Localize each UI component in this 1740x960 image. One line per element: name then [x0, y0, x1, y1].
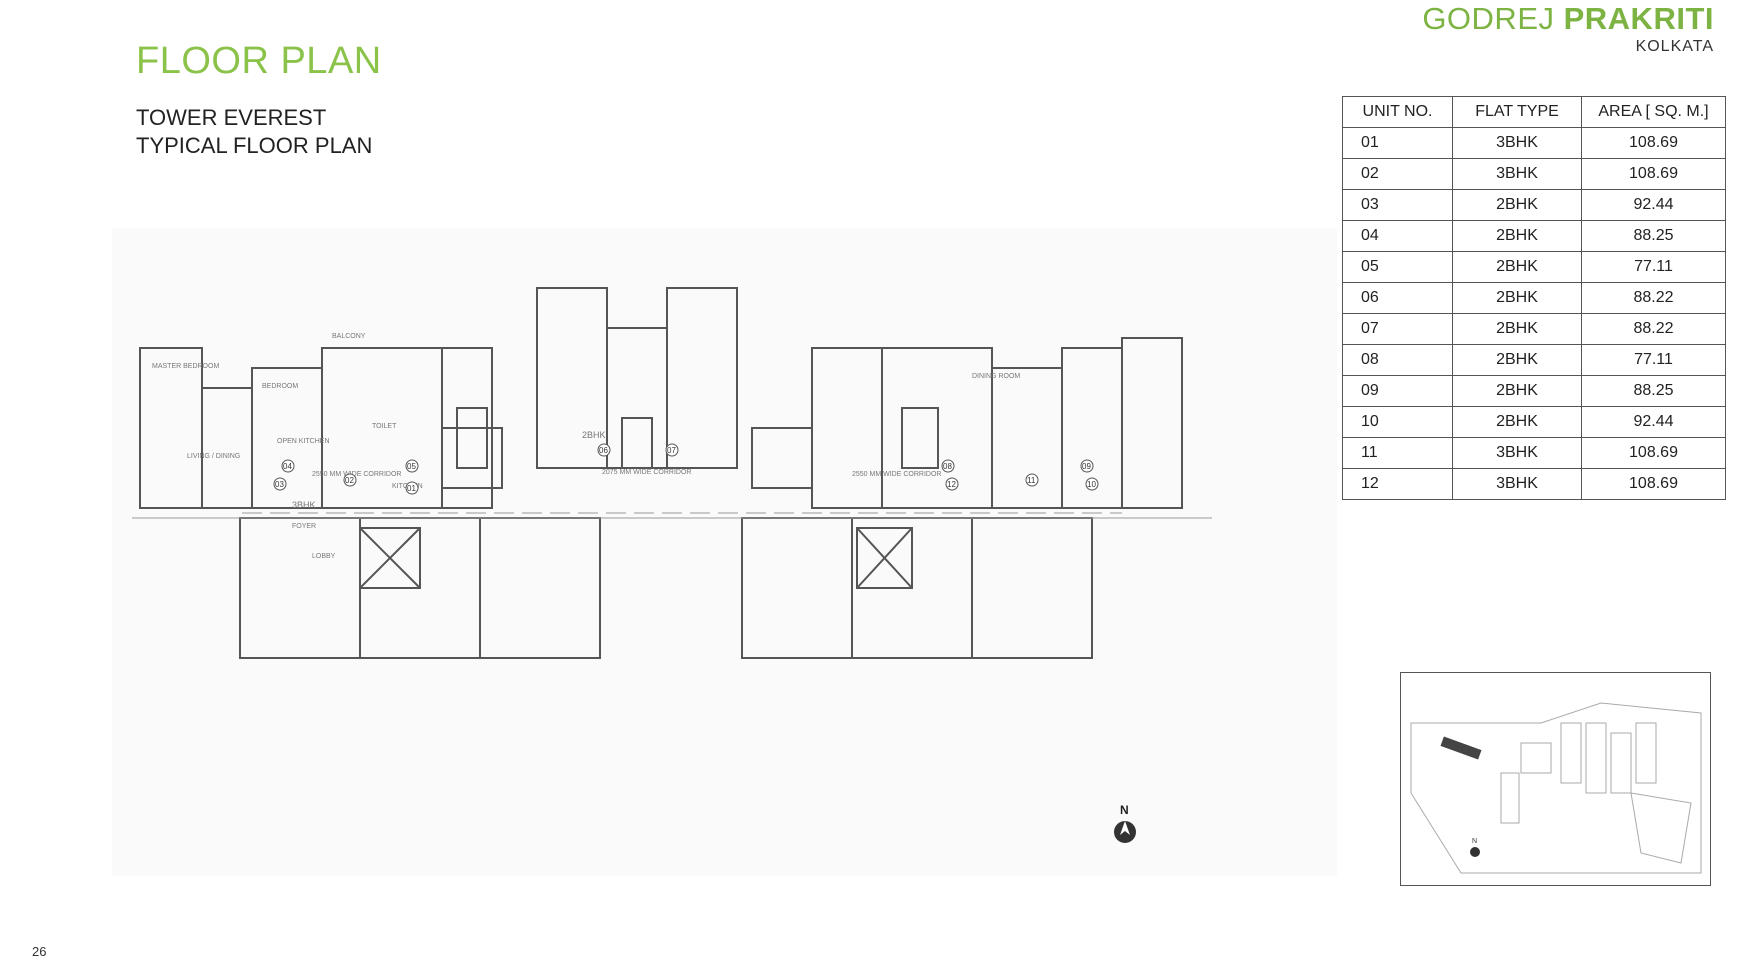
cell-unit: 09	[1342, 375, 1453, 407]
brand-city: KOLKATA	[1635, 38, 1714, 55]
cell-type: 2BHK	[1452, 406, 1582, 438]
cell-unit: 07	[1342, 313, 1453, 345]
corridor-label: 2550 MM WIDE CORRIDOR	[312, 471, 401, 478]
room-label: 2BHK	[582, 430, 606, 440]
cell-area: 92.44	[1581, 189, 1726, 221]
brand-name-bold: PRAKRITI	[1563, 1, 1714, 36]
cell-type: 2BHK	[1452, 344, 1582, 376]
cell-type: 2BHK	[1452, 251, 1582, 283]
cell-area: 108.69	[1581, 468, 1726, 500]
unit-tag: 10	[1087, 480, 1096, 489]
corridor-label: 2075 MM WIDE CORRIDOR	[602, 469, 691, 476]
cell-unit: 11	[1342, 437, 1453, 469]
corridor-label: 2550 MM WIDE CORRIDOR	[852, 471, 941, 478]
room-label: FOYER	[292, 523, 316, 530]
brand-logo: GODREJ PRAKRITI KOLKATA	[1422, 2, 1714, 56]
room-label: LIVING / DINING	[187, 453, 240, 460]
plan-room	[139, 347, 203, 509]
unit-tag: 01	[407, 484, 416, 493]
cell-type: 2BHK	[1452, 282, 1582, 314]
unit-tag: 11	[1027, 476, 1036, 485]
compass-icon: N	[1114, 803, 1136, 843]
cell-unit: 06	[1342, 282, 1453, 314]
room-label: LOBBY	[312, 553, 336, 560]
unit-tag: 07	[667, 446, 676, 455]
cell-area: 108.69	[1581, 437, 1726, 469]
col-header-unit: UNIT NO.	[1342, 96, 1453, 128]
cell-area: 88.25	[1581, 220, 1726, 252]
cell-type: 3BHK	[1452, 127, 1582, 159]
room-label: BEDROOM	[262, 383, 298, 390]
room-label: TOILET	[372, 423, 397, 430]
page-title: FLOOR PLAN	[136, 40, 382, 82]
unit-tag: 04	[283, 462, 292, 471]
unit-tag: 08	[943, 462, 952, 471]
cell-area: 88.22	[1581, 282, 1726, 314]
north-arrow: N	[1110, 802, 1144, 846]
brand-name-light: GODREJ	[1422, 1, 1564, 36]
cell-type: 3BHK	[1452, 437, 1582, 469]
subtitle-tower: TOWER EVEREST	[136, 105, 327, 130]
cell-unit: 05	[1342, 251, 1453, 283]
page-subtitle: TOWER EVEREST TYPICAL FLOOR PLAN	[136, 104, 372, 160]
key-plan-compass-icon	[1470, 847, 1480, 857]
cell-area: 108.69	[1581, 158, 1726, 190]
room-label: DINING ROOM	[972, 373, 1020, 380]
cell-area: 88.22	[1581, 313, 1726, 345]
unit-tag: 05	[407, 462, 416, 471]
cell-type: 2BHK	[1452, 189, 1582, 221]
cell-type: 2BHK	[1452, 220, 1582, 252]
cell-area: 88.25	[1581, 375, 1726, 407]
room-label: 3BHK	[292, 500, 316, 510]
cell-type: 3BHK	[1452, 468, 1582, 500]
floor-plan-drawing: MASTER BEDROOM BEDROOM BALCONY TOILET KI…	[112, 228, 1337, 876]
unit-tag: 12	[947, 480, 956, 489]
north-label: N	[1120, 803, 1129, 817]
floor-plan-svg: MASTER BEDROOM BEDROOM BALCONY TOILET KI…	[132, 287, 1212, 659]
cell-unit: 10	[1342, 406, 1453, 438]
room-label: OPEN KITCHEN	[277, 438, 330, 445]
cell-unit: 03	[1342, 189, 1453, 221]
cell-area: 108.69	[1581, 127, 1726, 159]
brand-name: GODREJ PRAKRITI	[1422, 2, 1714, 36]
unit-tag: 09	[1082, 462, 1091, 471]
cell-unit: 08	[1342, 344, 1453, 376]
cell-unit: 04	[1342, 220, 1453, 252]
cell-unit: 12	[1342, 468, 1453, 500]
cell-area: 77.11	[1581, 251, 1726, 283]
cell-type: 2BHK	[1452, 313, 1582, 345]
col-header-area: AREA [ SQ. M.]	[1581, 96, 1726, 128]
cell-type: 2BHK	[1452, 375, 1582, 407]
key-plan-svg: N	[1410, 702, 1702, 874]
unit-tag: 03	[275, 480, 284, 489]
cell-unit: 01	[1342, 127, 1453, 159]
room-label: MASTER BEDROOM	[152, 363, 219, 370]
table-header-row: UNIT NO. FLAT TYPE AREA [ SQ. M.]	[1342, 96, 1726, 128]
cell-unit: 02	[1342, 158, 1453, 190]
col-header-flat-type: FLAT TYPE	[1452, 96, 1582, 128]
unit-tag: 06	[599, 446, 608, 455]
cell-type: 3BHK	[1452, 158, 1582, 190]
unit-tag: 02	[345, 476, 354, 485]
site-key-plan: N	[1400, 672, 1711, 886]
room-label: BALCONY	[332, 333, 366, 340]
key-plan-north-label: N	[1472, 838, 1477, 845]
cell-area: 77.11	[1581, 344, 1726, 376]
cell-area: 92.44	[1581, 406, 1726, 438]
page-number: 26	[32, 944, 47, 959]
subtitle-plan: TYPICAL FLOOR PLAN	[136, 133, 373, 158]
